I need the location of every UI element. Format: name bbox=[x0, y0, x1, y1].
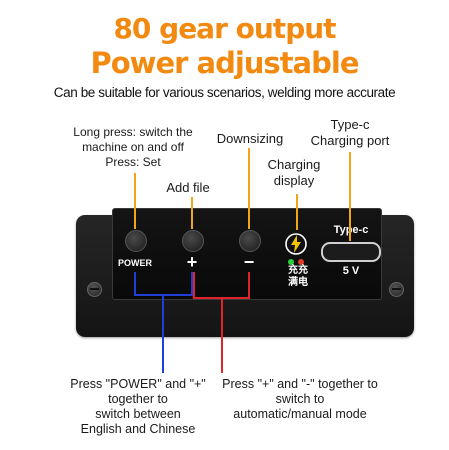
plus-minus-line-3: automatic/manual mode bbox=[233, 407, 367, 421]
red-connector-top bbox=[193, 272, 250, 299]
power-plus-note: Press "POWER" and "+" together to switch… bbox=[58, 377, 218, 437]
charge-cn-line-1: 充充 bbox=[288, 265, 308, 276]
plus-button[interactable] bbox=[182, 230, 204, 252]
left-screw-icon bbox=[87, 282, 102, 297]
add-file-label: Add file bbox=[166, 180, 210, 195]
charging-display-line-1: Charging bbox=[267, 157, 321, 172]
subtitle: Can be suitable for various scenarios, w… bbox=[53, 85, 396, 100]
downsizing-label: Downsizing bbox=[216, 131, 284, 146]
voltage-label: 5 V bbox=[342, 265, 360, 277]
red-led-icon bbox=[298, 259, 304, 265]
power-plus-line-2: together to bbox=[108, 392, 168, 406]
charge-status-cn: 充充 满电 bbox=[280, 265, 316, 289]
charging-display-line-2: display bbox=[273, 173, 315, 188]
power-desc-line-1: Long press: switch the bbox=[73, 125, 193, 139]
power-plus-line-1: Press "POWER" and "+" bbox=[70, 377, 206, 391]
right-screw-icon bbox=[389, 282, 404, 297]
plus-minus-note: Press "+" and "-" together to switch to … bbox=[210, 377, 390, 422]
charge-cn-line-2: 满电 bbox=[288, 277, 308, 288]
power-plus-line-4: English and Chinese bbox=[80, 422, 196, 436]
typec-label-line-1: Type-c bbox=[330, 117, 370, 132]
lightning-icon bbox=[285, 232, 307, 256]
minus-label: − bbox=[243, 252, 255, 272]
plus-label: + bbox=[186, 252, 198, 272]
typec-port-label: Type-c Charging port bbox=[300, 117, 400, 149]
charging-display-label: Charging display bbox=[252, 157, 336, 189]
power-plus-line-3: switch between bbox=[95, 407, 181, 421]
power-button[interactable] bbox=[125, 230, 147, 252]
typec-label-line-2: Charging port bbox=[310, 133, 390, 148]
plus-minus-line-2: switch to bbox=[275, 392, 325, 406]
power-label: POWER bbox=[117, 258, 152, 268]
green-led-icon bbox=[288, 259, 294, 265]
power-desc-line-3: Press: Set bbox=[105, 155, 161, 169]
typec-port[interactable] bbox=[321, 242, 381, 262]
title-line-2: Power adjustable bbox=[90, 46, 359, 80]
minus-button[interactable] bbox=[239, 230, 261, 252]
plus-minus-line-1: Press "+" and "-" together to bbox=[222, 377, 378, 391]
blue-connector-top bbox=[134, 272, 193, 296]
power-button-description: Long press: switch the machine on and of… bbox=[58, 125, 208, 170]
title-line-1: 80 gear output bbox=[113, 12, 336, 45]
power-desc-line-2: machine on and off bbox=[82, 140, 184, 154]
